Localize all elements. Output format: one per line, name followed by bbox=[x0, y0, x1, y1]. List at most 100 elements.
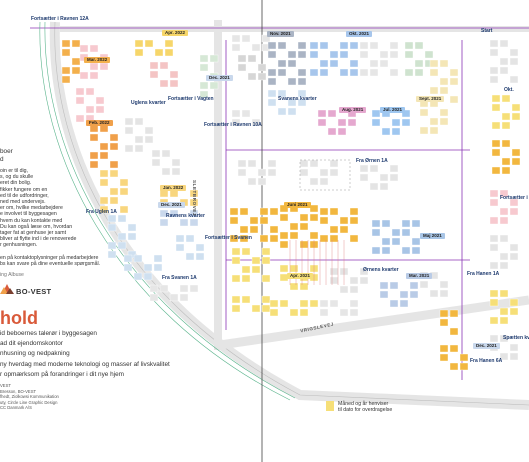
building bbox=[371, 219, 381, 228]
building bbox=[127, 223, 137, 232]
building bbox=[124, 117, 134, 126]
building bbox=[379, 59, 389, 68]
building bbox=[169, 79, 179, 88]
building bbox=[231, 256, 241, 265]
building bbox=[339, 50, 349, 59]
building bbox=[339, 41, 349, 50]
building bbox=[449, 309, 459, 318]
month-tag: Mar. 2021 bbox=[406, 273, 433, 279]
road-label-vrigslevej: VRIGSLEVEJ bbox=[299, 321, 335, 334]
building bbox=[241, 247, 251, 256]
building bbox=[511, 112, 521, 121]
building bbox=[107, 241, 117, 250]
building bbox=[299, 282, 309, 291]
building bbox=[439, 280, 449, 289]
building bbox=[389, 68, 399, 77]
building bbox=[379, 182, 389, 191]
building bbox=[404, 41, 414, 50]
block-label: Fortsætter i Spætten bbox=[500, 195, 529, 201]
building bbox=[499, 289, 509, 298]
building bbox=[164, 39, 174, 48]
building bbox=[369, 182, 379, 191]
building bbox=[501, 112, 511, 121]
building bbox=[449, 327, 459, 336]
building bbox=[489, 334, 499, 343]
building bbox=[249, 216, 259, 225]
credit-line: Bresson, BO-VEST bbox=[0, 388, 37, 394]
building bbox=[267, 77, 277, 86]
month-tag: Apr. 2021 bbox=[287, 273, 314, 279]
building bbox=[257, 72, 267, 81]
building bbox=[381, 237, 391, 246]
building bbox=[279, 299, 289, 308]
building bbox=[287, 98, 297, 107]
building bbox=[349, 234, 359, 243]
building bbox=[287, 50, 297, 59]
building bbox=[371, 228, 381, 237]
side-paragraph-line: bs kan svare på dine eventuelle spørgsmå… bbox=[0, 261, 101, 268]
month-tag: Jul. 2021 bbox=[380, 107, 406, 113]
building bbox=[339, 225, 349, 234]
building bbox=[439, 108, 449, 117]
building bbox=[297, 98, 307, 107]
building bbox=[231, 295, 241, 304]
building bbox=[134, 39, 144, 48]
building bbox=[369, 68, 379, 77]
building bbox=[109, 196, 119, 205]
building bbox=[237, 159, 247, 168]
building bbox=[277, 89, 287, 98]
side-heading-line: boer bbox=[0, 148, 13, 155]
building bbox=[179, 218, 189, 227]
building bbox=[89, 151, 99, 160]
building bbox=[411, 246, 421, 255]
block-label: Fra Hanen 6A bbox=[470, 358, 503, 364]
building bbox=[491, 103, 501, 112]
building bbox=[231, 109, 241, 118]
building bbox=[327, 109, 337, 118]
building bbox=[179, 293, 189, 302]
building bbox=[261, 256, 271, 265]
building bbox=[509, 48, 519, 57]
block-label: Fra Hanen 1A bbox=[467, 271, 500, 277]
building bbox=[401, 228, 411, 237]
building bbox=[61, 66, 71, 75]
building bbox=[501, 166, 511, 175]
building bbox=[231, 274, 241, 283]
building bbox=[199, 54, 209, 63]
building bbox=[309, 204, 319, 213]
building bbox=[329, 234, 339, 243]
building bbox=[499, 57, 509, 66]
building bbox=[75, 87, 85, 96]
building bbox=[231, 118, 241, 127]
building bbox=[499, 66, 509, 75]
building bbox=[124, 144, 134, 153]
building bbox=[267, 50, 277, 59]
building bbox=[277, 107, 287, 116]
building bbox=[491, 121, 501, 130]
building bbox=[61, 48, 71, 57]
building bbox=[89, 71, 99, 80]
building bbox=[239, 234, 249, 243]
building bbox=[339, 68, 349, 77]
building bbox=[439, 86, 449, 95]
building bbox=[359, 50, 369, 59]
block-label: Fortsætter i Ravnen 10A bbox=[204, 122, 262, 128]
side-paragraph-line: bliver at flytte ind i de renoverede bbox=[0, 236, 77, 243]
building bbox=[319, 299, 329, 308]
building bbox=[71, 39, 81, 48]
building bbox=[439, 59, 449, 68]
building bbox=[381, 246, 391, 255]
building bbox=[359, 164, 369, 173]
building bbox=[287, 77, 297, 86]
building bbox=[269, 299, 279, 308]
building bbox=[151, 149, 161, 158]
building bbox=[133, 254, 143, 263]
bullet-item: ny hverdag med moderne teknologi og mass… bbox=[0, 360, 170, 368]
building bbox=[107, 250, 117, 259]
building bbox=[399, 299, 409, 308]
bullet-item: id beboernes talerør i byggesagen bbox=[0, 330, 97, 337]
building bbox=[95, 96, 105, 105]
building bbox=[229, 207, 239, 216]
building bbox=[389, 164, 399, 173]
building bbox=[195, 252, 205, 261]
